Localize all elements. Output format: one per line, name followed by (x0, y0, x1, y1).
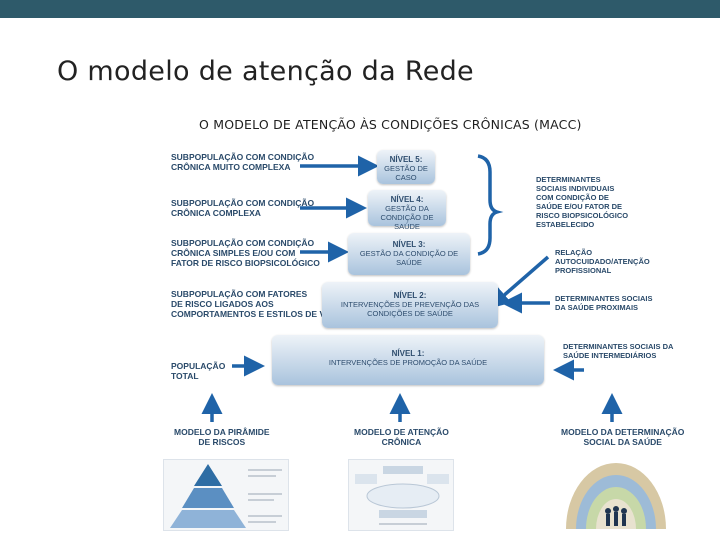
pyramid-level-2: NÍVEL 2: INTERVENÇÕES DE PREVENÇÃO DAS C… (322, 282, 498, 328)
level-2-desc: INTERVENÇÕES DE PREVENÇÃO DAS CONDIÇÕES … (340, 300, 480, 318)
thumbnail-piramide-riscos (163, 459, 289, 531)
label-determinantes-proximais: DETERMINANTES SOCIAIS DA SAÚDE PROXIMAIS (555, 294, 653, 312)
level-3-name: NÍVEL 3: (392, 240, 426, 249)
right-brace (477, 154, 504, 256)
label-populacao-total: POPULAÇÃO TOTAL (171, 361, 226, 381)
label-subpop-simples: SUBPOPULAÇÃO COM CONDIÇÃO CRÔNICA SIMPLE… (171, 238, 320, 268)
level-3-desc: GESTÃO DA CONDIÇÃO DE SAÚDE (359, 249, 459, 267)
pyramid-level-3: NÍVEL 3: GESTÃO DA CONDIÇÃO DE SAÚDE (348, 233, 470, 275)
label-modelo-determinacao-social: MODELO DA DETERMINAÇÃO SOCIAL DA SAÚDE (561, 427, 685, 447)
pyramid-level-4: NÍVEL 4: GESTÃO DA CONDIÇÃO DE SAÚDE (368, 190, 446, 231)
mini-pyramid-image (170, 464, 282, 528)
label-subpop-muito-complexa: SUBPOPULAÇÃO COM CONDIÇÃO CRÔNICA MUITO … (171, 152, 315, 172)
arrow-right-relacao (488, 255, 550, 309)
level-4-name: NÍVEL 4: (390, 195, 424, 204)
label-modelo-piramide-riscos: MODELO DA PIRÂMIDE DE RISCOS (174, 427, 270, 447)
label-relacao-autocuidado: RELAÇÃO AUTOCUIDADO/ATENÇÃO PROFISSIONAL (555, 248, 650, 275)
label-modelo-atencao-cronica: MODELO DE ATENÇÃO CRÔNICA (354, 427, 449, 447)
level-4-desc: GESTÃO DA CONDIÇÃO DE SAÚDE (380, 204, 434, 231)
mini-chronic-care-image (355, 466, 449, 525)
label-determinantes-individuais: DETERMINANTES SOCIAIS INDIVIDUAIS COM CO… (536, 175, 629, 229)
level-5-desc: GESTÃO DE CASO (384, 164, 428, 182)
label-subpop-complexa: SUBPOPULAÇÃO COM CONDIÇÃO CRÔNICA COMPLE… (171, 198, 315, 218)
diagram-subtitle: O MODELO DE ATENÇÃO ÀS CONDIÇÕES CRÔNICA… (199, 117, 582, 132)
thumbnail-atencao-cronica (348, 459, 454, 531)
pyramid-level-5: NÍVEL 5: GESTÃO DE CASO (377, 150, 435, 184)
label-determinantes-intermediarios: DETERMINANTES SOCIAIS DA SAÚDE INTERMEDI… (563, 342, 674, 360)
label-subpop-fatores-risco: SUBPOPULAÇÃO COM FATORES DE RISCO LIGADO… (171, 289, 340, 319)
mini-rainbow-image (566, 463, 666, 529)
level-5-name: NÍVEL 5: (389, 155, 423, 164)
thumbnail-determinacao-social (562, 459, 670, 529)
header-bar (0, 0, 720, 18)
level-2-name: NÍVEL 2: (393, 291, 427, 300)
level-1-name: NÍVEL 1: (391, 349, 425, 358)
pyramid-level-1: NÍVEL 1: INTERVENÇÕES DE PROMOÇÃO DA SAÚ… (272, 335, 544, 385)
slide-title: O modelo de atenção da Rede (57, 56, 474, 87)
level-1-desc: INTERVENÇÕES DE PROMOÇÃO DA SAÚDE (328, 358, 488, 367)
